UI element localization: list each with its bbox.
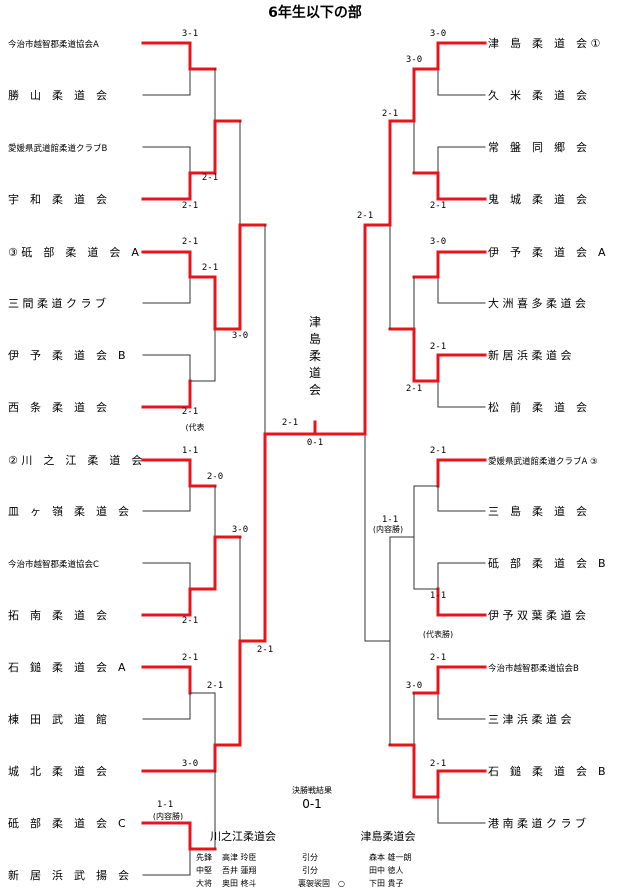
team-name: 新 居 浜 武 揚 会 [8, 868, 129, 882]
result-row-pos: 先鋒 [196, 852, 212, 862]
result-row-mid: 裏袈裟固 ○ [298, 878, 345, 888]
team-name: 皿 ヶ 嶺 柔 道 会 [8, 504, 129, 518]
score-label: 2-1 [202, 173, 218, 183]
team-name: 伊 予 柔 道 会 B [8, 348, 126, 362]
team-name: 西 条 柔 道 会 [8, 400, 107, 414]
result-row-pos: 中堅 [196, 865, 212, 875]
result-row-right: 下田 貴子 [369, 878, 404, 888]
result-row-left: 吾井 蓮翔 [222, 865, 257, 875]
score-label: 2-1 [406, 384, 422, 394]
result-row-right: 森本 雄一朗 [369, 852, 412, 862]
score-label: 1-1 [382, 515, 398, 525]
score-label: 2-1 [182, 616, 198, 626]
champion-name: 津島柔道会 [309, 315, 321, 397]
result-row-pos: 大将 [196, 878, 212, 888]
score-label: 2-1 [430, 653, 446, 663]
result-row-mid: 引分 [302, 853, 318, 862]
team-name: 今治市越智郡柔道協会B [488, 663, 579, 674]
note-label: (内容勝) [373, 524, 403, 534]
team-name: 伊 予 柔 道 会 A [488, 245, 606, 259]
team-name: 棟 田 武 道 館 [8, 712, 107, 726]
bracket-lines [141, 41, 487, 876]
score-label: 2-0 [207, 472, 223, 482]
team-name: 砥 部 柔 道 会 B [488, 556, 606, 570]
team-name: ③ 砥 部 柔 道 会 A [8, 245, 139, 259]
score-label: 2-1 [257, 645, 273, 655]
team-name: 伊 予 双 葉 柔 道 会 [488, 608, 586, 622]
note-label: (内容勝) [153, 811, 183, 821]
score-label: 2-1 [282, 418, 298, 428]
score-label: 3-0 [232, 525, 248, 535]
result-heading: 決勝戦結果 [292, 785, 332, 795]
score-label: 2-1 [357, 211, 373, 221]
team-name: 港 南 柔 道 ク ラ ブ [488, 816, 586, 830]
score-label: 1-1 [430, 591, 446, 601]
score-label: 3-0 [406, 681, 422, 691]
team-name: 砥 部 柔 道 会 C [8, 816, 126, 830]
note-label: (代表勝) [423, 629, 453, 639]
score-label: 2-1 [430, 446, 446, 456]
score-label: 2-1 [207, 681, 223, 691]
score-label: 2-1 [430, 342, 446, 352]
result-row-mid: 引分 [302, 866, 318, 875]
result-score: 0-1 [302, 797, 322, 811]
score-label: 2-1 [430, 759, 446, 769]
champion-label: 津島柔道会 [309, 315, 321, 397]
team-name: 三 間 柔 道 ク ラ ブ [8, 296, 106, 310]
team-name: 大 洲 喜 多 柔 道 会 [488, 296, 586, 310]
team-name: 愛媛県武道館柔道クラブA ③ [488, 456, 598, 467]
team-name: 拓 南 柔 道 会 [8, 608, 107, 622]
score-label: 3-0 [182, 759, 198, 769]
score-label: 3-0 [430, 29, 446, 39]
result-row-left: 奥田 柊斗 [222, 878, 257, 888]
team-name: 城 北 柔 道 会 [8, 764, 107, 778]
score-label: 2-1 [182, 237, 198, 247]
score-label: 1-1 [157, 800, 173, 810]
team-name: 三 島 柔 道 会 [488, 504, 587, 518]
team-name: 石 鎚 柔 道 会 A [8, 660, 126, 674]
score-label: 2-1 [182, 201, 198, 211]
score-label: 3-1 [182, 29, 198, 39]
score-label: 2-1 [182, 407, 198, 417]
team-name: ② 川 之 江 柔 道 会 [8, 453, 142, 467]
score-label: 2-1 [202, 263, 218, 273]
team-name: 三 津 浜 柔 道 会 [488, 712, 571, 726]
note-label: (代表 [185, 422, 204, 432]
result-row-right: 田中 徳人 [369, 865, 404, 875]
result-left-team: 川之江柔道会 [210, 829, 276, 843]
team-name: 鬼 城 柔 道 会 [488, 192, 587, 206]
team-name: 宇 和 柔 道 会 [8, 192, 107, 206]
team-name: 今治市越智郡柔道協会A [8, 39, 99, 50]
result-right-team: 津島柔道会 [361, 829, 416, 843]
team-name: 石 鎚 柔 道 会 B [488, 764, 606, 778]
score-label: 1-1 [182, 446, 198, 456]
score-label: 2-1 [382, 109, 398, 119]
score-label: 2-1 [182, 653, 198, 663]
score-label: 2-1 [430, 201, 446, 211]
final-score: 0-1 [307, 438, 323, 448]
team-name: 久 米 柔 道 会 [488, 88, 587, 102]
page-title: 6年生以下の部 [268, 4, 362, 21]
team-name: 勝 山 柔 道 会 [8, 88, 107, 102]
team-name: 新 居 浜 柔 道 会 [488, 348, 571, 362]
team-name: 松 前 柔 道 会 [488, 400, 587, 414]
team-name: 津 島 柔 道 会 ① [488, 36, 600, 50]
score-label: 3-0 [406, 55, 422, 65]
score-label: 3-0 [430, 237, 446, 247]
result-row-left: 高津 玲臣 [222, 852, 257, 862]
score-label: 3-0 [232, 331, 248, 341]
team-name: 常 盤 同 郷 会 [488, 140, 587, 154]
final-result: 決勝戦結果 0-1 川之江柔道会 津島柔道会 先鋒 高津 玲臣 引分 森本 雄一… [196, 785, 416, 888]
team-name: 愛媛県武道館柔道クラブB [8, 143, 108, 154]
team-name: 今治市越智郡柔道協会C [8, 559, 99, 570]
